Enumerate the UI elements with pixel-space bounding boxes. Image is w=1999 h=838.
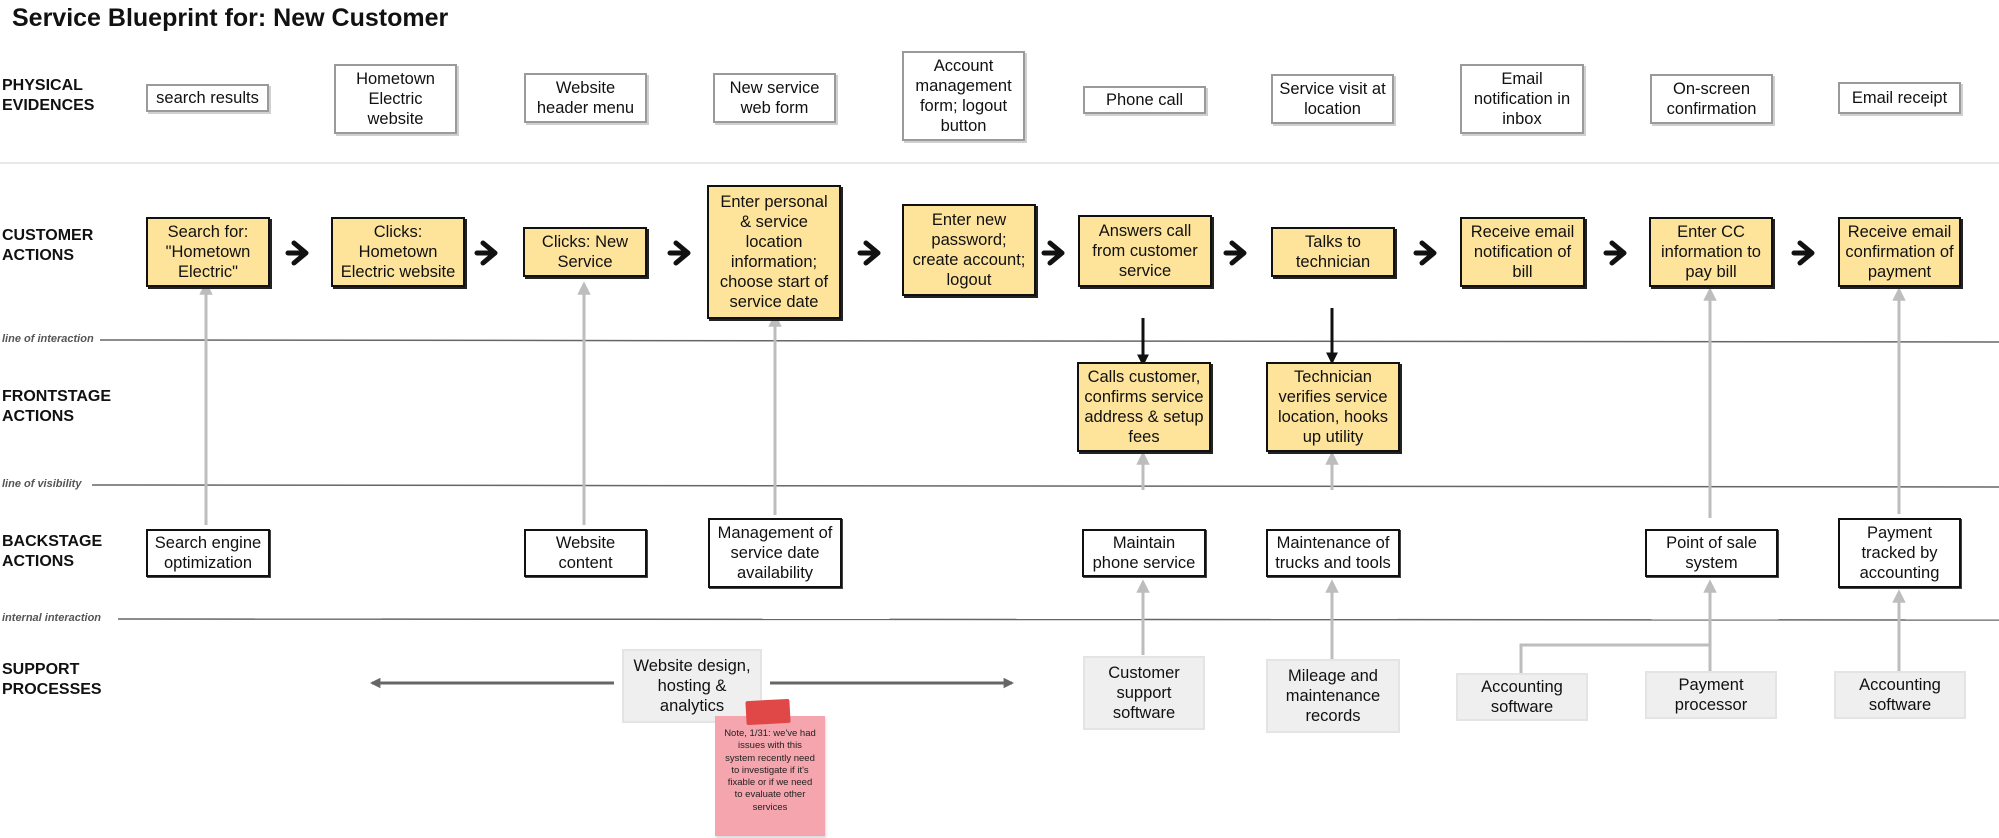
customer-action-card: Answers call from customer service — [1078, 215, 1212, 287]
backstage-action-box: Point of sale system — [1645, 529, 1778, 577]
customer-action-card: Enter CC information to pay bill — [1649, 217, 1773, 287]
customer-action-card: Receive email notification of bill — [1460, 217, 1585, 287]
row-label-physical-evidences: PHYSICAL EVIDENCES — [2, 77, 95, 114]
evidence-box: Email notification in inbox — [1460, 64, 1584, 134]
internal-interaction-line — [117, 618, 1999, 621]
line-of-visibility — [91, 484, 1999, 488]
support-process-box: Customer support software — [1085, 658, 1203, 728]
backstage-action-box: Search engine optimization — [146, 529, 270, 577]
label-line-of-interaction: line of interaction — [2, 333, 94, 345]
flow-arrow — [285, 240, 309, 266]
row-label-support-processes: SUPPORT PROCESSES — [2, 661, 102, 698]
support-process-box: Payment processor — [1647, 673, 1775, 717]
customer-action-card: Clicks: Hometown Electric website — [331, 217, 465, 287]
evidence-box: Service visit at location — [1271, 74, 1394, 124]
flow-arrow — [857, 240, 881, 266]
frontstage-action-card: Calls customer, confirms service address… — [1077, 362, 1211, 452]
evidence-box: On-screen confirmation — [1650, 74, 1773, 124]
connector-line — [1519, 643, 1710, 676]
evidence-box: Phone call — [1083, 86, 1206, 114]
evidence-box: Hometown Electric website — [334, 64, 457, 134]
support-process-box: Accounting software — [1836, 673, 1964, 717]
label-internal-interaction: internal interaction — [2, 612, 102, 624]
evidence-box: Website header menu — [524, 73, 647, 123]
evidence-box: search results — [146, 84, 269, 112]
customer-action-card: Receive email confirmation of payment — [1838, 217, 1961, 287]
flow-arrow — [1791, 240, 1815, 266]
frontstage-action-card: Technician verifies service location, ho… — [1266, 362, 1400, 452]
customer-action-card: Enter personal & service location inform… — [707, 185, 841, 319]
evidence-box: New service web form — [713, 73, 836, 123]
sticky-note: Note, 1/31: we've had issues with this s… — [715, 716, 825, 836]
gray-connectors — [199, 281, 1906, 676]
evidence-box: Account management form; logout button — [902, 51, 1025, 141]
flow-arrow — [1041, 240, 1065, 266]
row-label-frontstage-actions: FRONTSTAGE ACTIONS — [2, 388, 112, 425]
label-line-of-visibility: line of visibility — [2, 478, 82, 490]
support-process-box: Website design, hosting & analytics — [624, 651, 760, 721]
black-connectors — [1137, 308, 1338, 367]
customer-action-card: Search for: "Hometown Electric" — [146, 217, 270, 287]
backstage-action-box: Maintain phone service — [1082, 529, 1206, 577]
flow-arrow — [1413, 240, 1437, 266]
row-label-customer-actions: CUSTOMER ACTIONS — [2, 227, 94, 264]
customer-action-card: Talks to technician — [1271, 227, 1395, 277]
backstage-action-box: Maintenance of trucks and tools — [1266, 529, 1400, 577]
flow-arrow — [667, 240, 691, 266]
backstage-action-box: Payment tracked by accounting — [1838, 518, 1961, 588]
backstage-action-box: Website content — [524, 529, 647, 577]
support-process-box: Accounting software — [1458, 675, 1586, 719]
row-label-backstage-actions: BACKSTAGE ACTIONS — [2, 533, 103, 570]
flow-arrows — [285, 240, 1815, 266]
support-process-box: Mileage and maintenance records — [1268, 661, 1398, 731]
flow-arrow — [474, 240, 498, 266]
flow-arrow — [1223, 240, 1247, 266]
sticky-note-tape — [745, 698, 791, 726]
customer-action-card: Clicks: New Service — [523, 227, 647, 277]
line-of-interaction — [99, 339, 1999, 343]
backstage-action-box: Management of service date availability — [708, 518, 842, 588]
page-title: Service Blueprint for: New Customer — [12, 4, 449, 32]
customer-action-card: Enter new password; create account; logo… — [902, 204, 1036, 296]
flow-arrow — [1603, 240, 1627, 266]
evidence-box: Email receipt — [1838, 82, 1961, 114]
